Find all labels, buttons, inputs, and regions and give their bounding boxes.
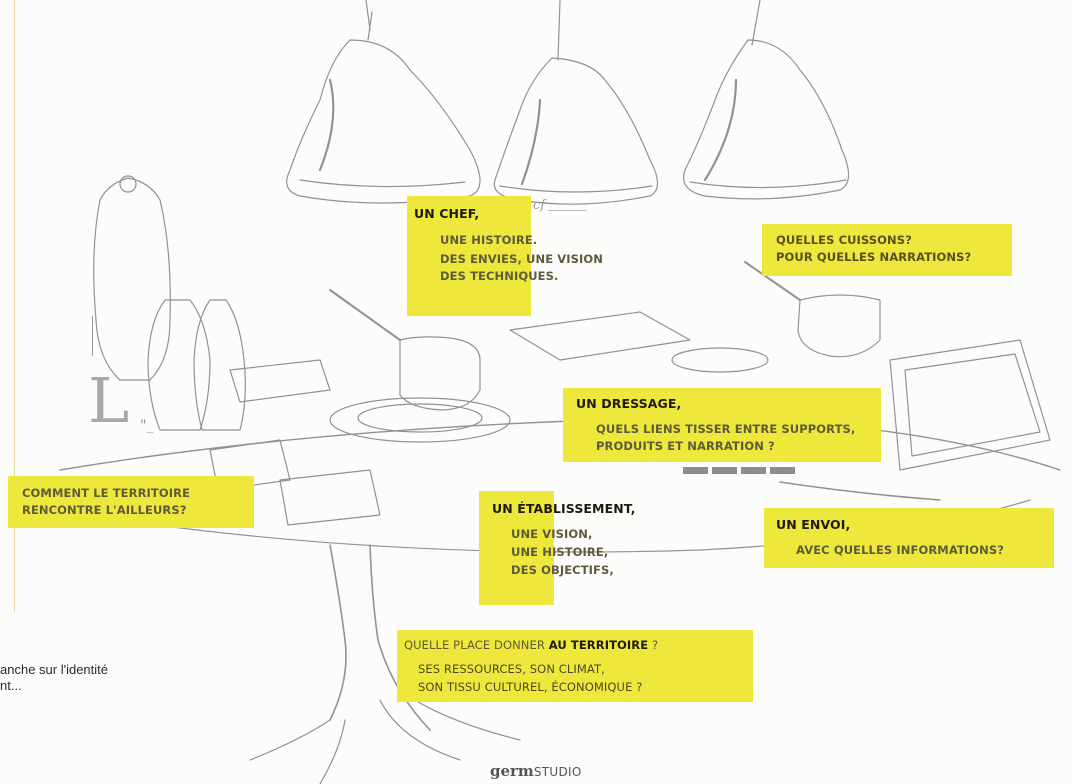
territoire-ailleurs-line-1: COMMENT LE TERRITOIRE [22,486,190,501]
stray-vertical-mark [92,316,93,356]
dressage-line-1: QUELS LIENS TISSER ENTRE SUPPORTS, [596,422,855,437]
stray-small-marks: "_ [140,418,153,434]
place-territoire-title-prefix: QUELLE PLACE DONNER [404,638,549,652]
dressage-line-2: PRODUITS ET NARRATION ? [596,439,775,454]
chef-line-2: DES ENVIES, UNE VISION [440,252,603,267]
etablissement-line-2: UNE HISTOIRE, [511,545,608,560]
place-territoire-title: QUELLE PLACE DONNER AU TERRITOIRE ? [404,638,658,653]
pendant-lamp-1 [287,40,480,203]
stray-line [548,210,586,211]
territoire-ailleurs-card [8,476,254,528]
place-territoire-title-suffix: ? [648,638,658,652]
cuissons-line-1: QUELLES CUISSONS? [776,233,912,248]
place-territoire-line-1: SES RESSOURCES, SON CLIMAT, [418,662,605,677]
cuissons-line-2: POUR QUELLES NARRATIONS? [776,250,971,265]
etablissement-title: UN ÉTABLISSEMENT, [492,501,636,516]
territoire-ailleurs-line-2: RENCONTRE L'AILLEURS? [22,503,187,518]
stray-cf-mark: cf [533,198,545,213]
dressage-title: UN DRESSAGE, [576,396,681,411]
place-territoire-line-2: SON TISSU CULTUREL, ÉCONOMIQUE ? [418,680,642,695]
stray-l-mark: L [88,370,129,432]
side-text-line-1: anche sur l'identité [0,662,108,678]
grinder-tall [94,178,171,380]
etablissement-line-1: UNE VISION, [511,527,592,542]
side-text-line-2: nt... [0,678,22,694]
envoi-line-1: AVEC QUELLES INFORMATIONS? [796,543,1004,558]
chef-title: UN CHEF, [414,206,479,221]
pendant-lamp-2 [494,58,657,204]
brand-logo: germSTUDIO [490,762,582,780]
brand-germ: germ [490,762,534,780]
chef-line-1: UNE HISTOIRE. [440,233,537,248]
chef-line-3: DES TECHNIQUES. [440,269,558,284]
dashed-connector [683,459,801,466]
brand-studio: STUDIO [534,765,582,779]
etablissement-line-3: DES OBJECTIFS, [511,563,614,578]
place-territoire-title-highlight: AU TERRITOIRE [549,638,649,652]
envoi-title: UN ENVOI, [776,517,850,532]
